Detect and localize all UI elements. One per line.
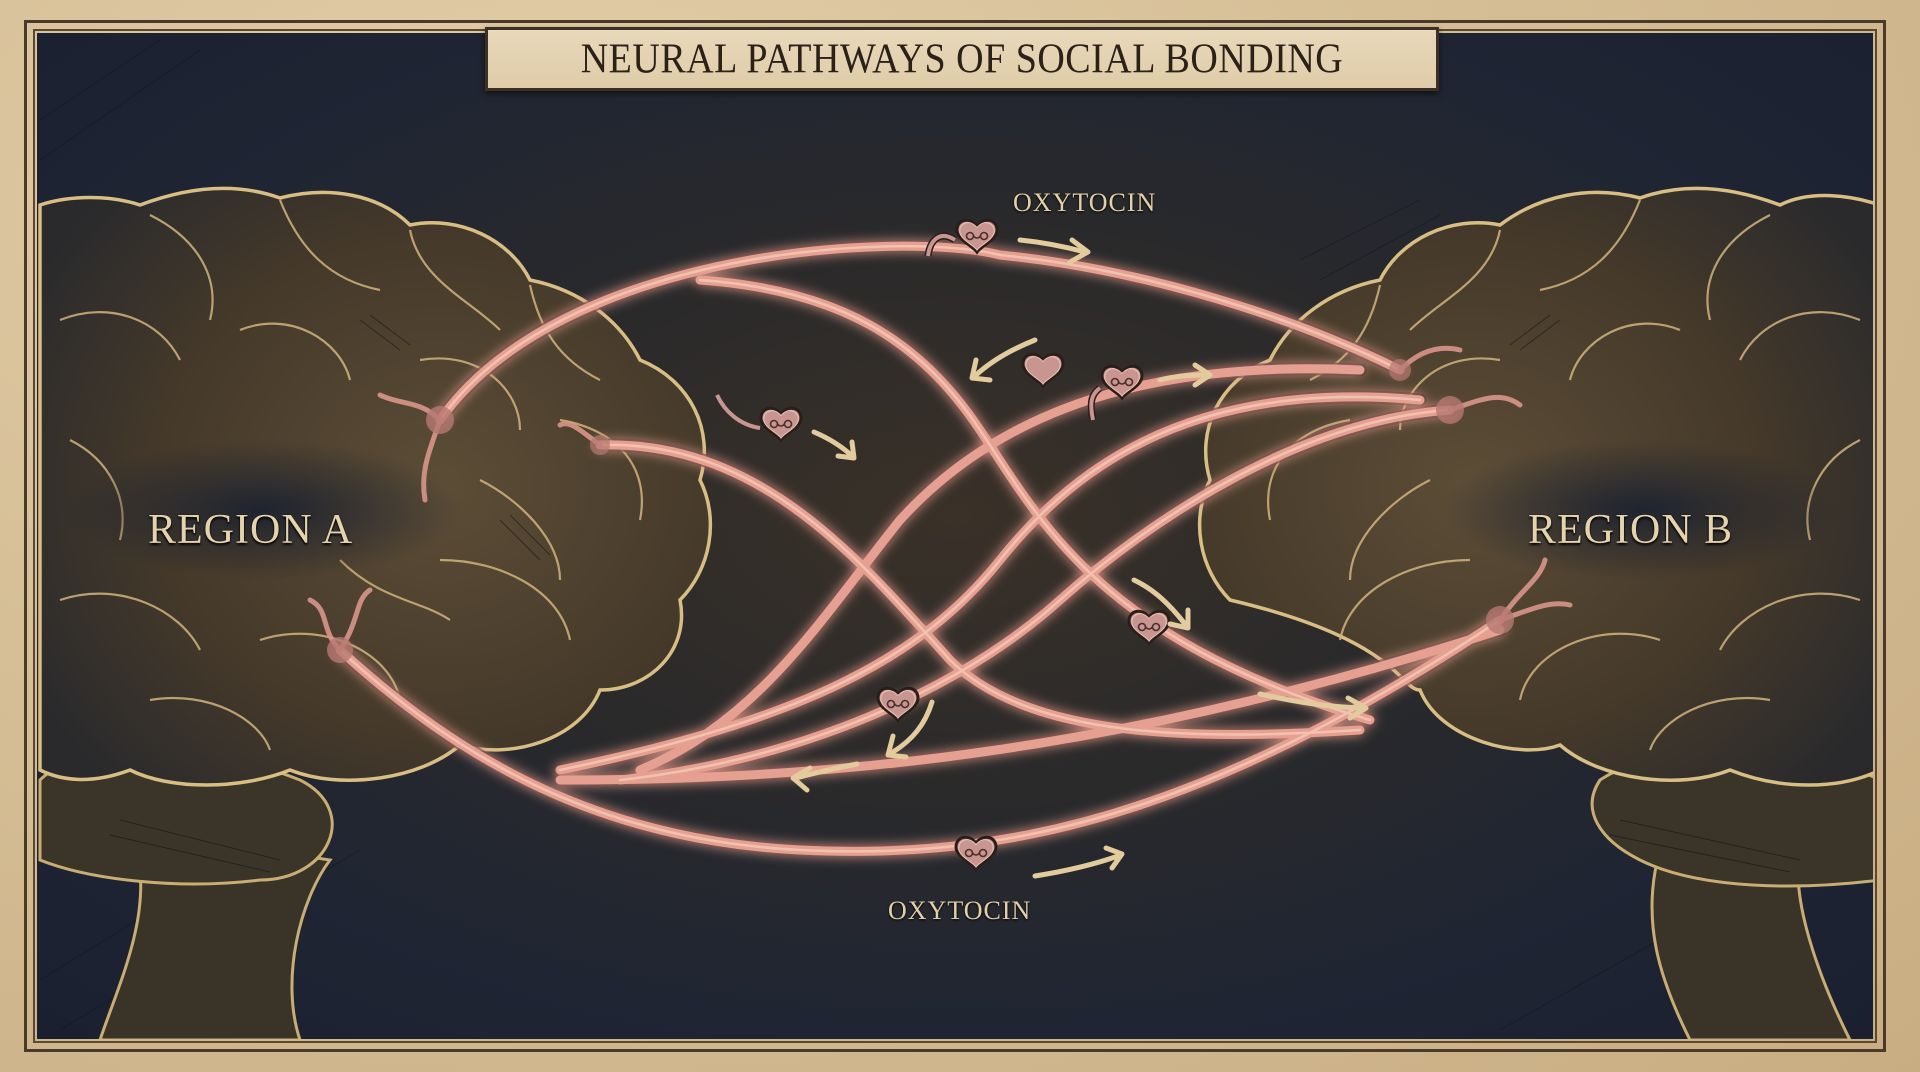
- arrow-down-left-icon: [885, 699, 935, 760]
- outer-border: [24, 20, 1886, 1052]
- arrow-down-right-icon: [811, 429, 857, 461]
- heart-icon: [954, 835, 998, 871]
- arrow-right-icon: [1017, 237, 1091, 265]
- brain-left-icon: [38, 186, 713, 1039]
- arrow-left-icon: [790, 761, 860, 793]
- arrow-right-icon: [1032, 845, 1125, 879]
- oxytocin-label-top: OXYTOCIN: [1013, 188, 1157, 217]
- region-a-label: REGION A: [148, 507, 354, 553]
- arrow-right-icon: [1257, 691, 1369, 721]
- region-b-label: REGION B: [1528, 507, 1734, 553]
- oxytocin-label-bottom: OXYTOCIN: [888, 896, 1032, 925]
- neural-illustration: [38, 39, 1873, 1039]
- arrow-down-left-icon: [969, 337, 1038, 383]
- oxytocin-hearts: [715, 218, 1171, 871]
- label-shadow-b: [1442, 440, 1842, 580]
- illustration-panel: [37, 33, 1873, 1039]
- page-title: NEURAL PATHWAYS OF SOCIAL BONDING: [580, 35, 1344, 83]
- arrow-down-right-icon: [1131, 577, 1191, 631]
- title-plate: NEURAL PATHWAYS OF SOCIAL BONDING: [485, 27, 1439, 91]
- heart-icon: [1127, 609, 1171, 645]
- heart-icon: [759, 406, 803, 442]
- neural-pathways: [307, 239, 1573, 858]
- arrow-right-icon: [1157, 362, 1213, 388]
- brain-right-icon: [1197, 186, 1873, 1039]
- flow-arrows: [790, 237, 1369, 879]
- label-shadow-a: [62, 440, 462, 580]
- heart-icon: [1021, 352, 1065, 388]
